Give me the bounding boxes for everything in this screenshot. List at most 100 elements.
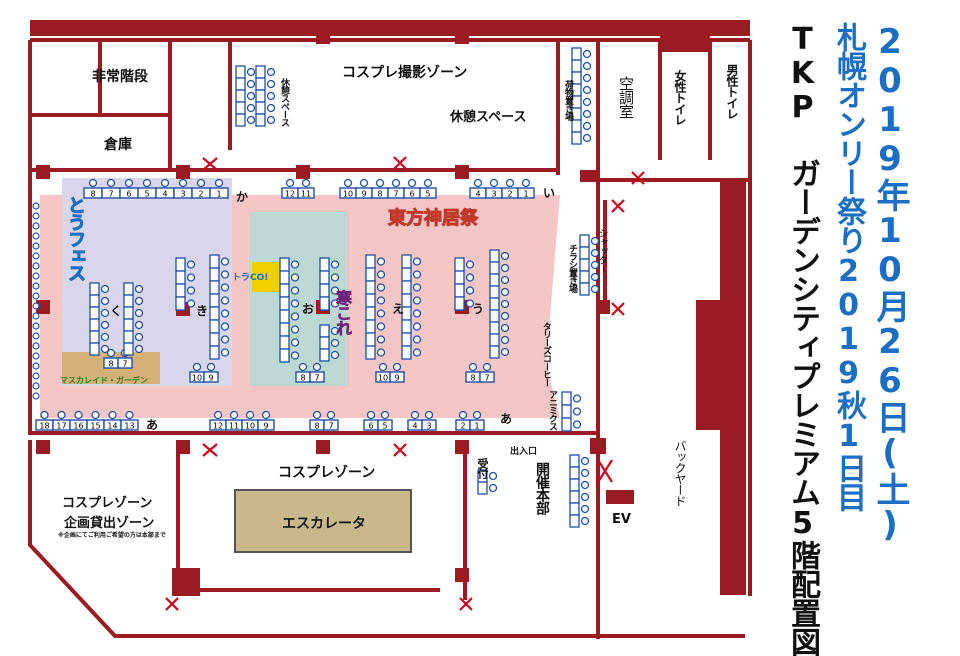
masquerade-label: マスカレイド・ガーデン (60, 376, 148, 385)
chair (88, 178, 98, 188)
table-number: 7 (484, 374, 489, 383)
shutter-label: シャッター (596, 228, 607, 273)
table (401, 267, 412, 282)
chair (412, 322, 422, 331)
chair (521, 178, 531, 188)
table-number: 5 (425, 190, 430, 199)
chair (134, 344, 144, 354)
table-number: 2 (507, 190, 512, 199)
table (389, 371, 405, 383)
table (279, 296, 290, 311)
table (255, 65, 266, 79)
table (454, 296, 465, 311)
rest-space-small-label: 休憩スペース (279, 78, 289, 126)
table (365, 319, 376, 334)
chair (590, 260, 600, 270)
chair (266, 67, 276, 77)
chair (500, 263, 510, 273)
table (489, 333, 500, 347)
table-number: 8 (90, 190, 95, 199)
chair (298, 362, 308, 372)
table (123, 306, 134, 320)
chair (100, 308, 110, 318)
table (319, 296, 330, 311)
chair (220, 270, 230, 279)
table (517, 187, 535, 199)
table (175, 296, 186, 311)
table (571, 47, 582, 61)
table-number: 14 (107, 422, 117, 431)
date-headline: 2019年10月26日(土) (870, 22, 910, 544)
table-number: 10 (378, 374, 388, 383)
table (365, 280, 376, 295)
table-number: 1 (474, 422, 479, 431)
chair (465, 299, 475, 308)
table (257, 419, 275, 431)
table (477, 481, 488, 495)
tullys-label: タリーズコーヒー (541, 322, 551, 386)
chair (229, 410, 239, 420)
chair (407, 178, 417, 188)
table (255, 113, 266, 127)
table (235, 65, 246, 79)
chair (32, 262, 40, 270)
chair (590, 284, 600, 294)
chair (376, 257, 386, 266)
table (319, 257, 330, 272)
chair (91, 410, 100, 420)
chair (412, 348, 422, 357)
chair (468, 362, 478, 372)
chair (220, 257, 230, 266)
chair (266, 91, 276, 101)
chair (330, 286, 340, 295)
chair (220, 296, 230, 305)
chair (106, 178, 116, 188)
chair (330, 273, 340, 282)
chair (330, 326, 340, 336)
chair (301, 178, 311, 188)
toufes-label: とうフェス (65, 196, 87, 282)
block-a-right: あ (500, 412, 513, 426)
escalator-label: エスカレータ (282, 516, 366, 532)
chair (186, 286, 196, 295)
table (579, 282, 590, 296)
table (203, 371, 219, 383)
chair (100, 332, 110, 342)
table (401, 332, 412, 347)
table-number: 12 (285, 190, 295, 199)
chair (423, 178, 433, 188)
chair (32, 292, 40, 300)
table-number: 9 (361, 190, 366, 199)
table (319, 336, 330, 350)
table (209, 332, 220, 347)
chair (246, 115, 256, 125)
table (569, 502, 580, 516)
kancolle-label: 寒これ (333, 290, 353, 336)
chair (366, 410, 376, 420)
table (571, 119, 582, 133)
hq-label: 開催本部 (534, 462, 550, 514)
planning-note: ※企画にてご利用ご希望の方は本部まで (58, 532, 166, 539)
chair (186, 299, 196, 308)
chair (465, 286, 475, 295)
chair (580, 504, 590, 514)
chair (134, 332, 144, 342)
chair (465, 260, 475, 269)
chair (391, 178, 401, 188)
chair (108, 410, 117, 420)
table-number: 10 (343, 190, 353, 199)
table (255, 89, 266, 103)
chair (32, 352, 40, 360)
table (489, 273, 500, 287)
chair (32, 362, 40, 370)
chair (465, 273, 475, 282)
chair (376, 335, 386, 344)
table (401, 280, 412, 295)
table (279, 283, 290, 298)
chair (32, 372, 40, 380)
table (209, 254, 220, 269)
table (89, 342, 100, 356)
table (123, 282, 134, 296)
chair (572, 407, 582, 416)
